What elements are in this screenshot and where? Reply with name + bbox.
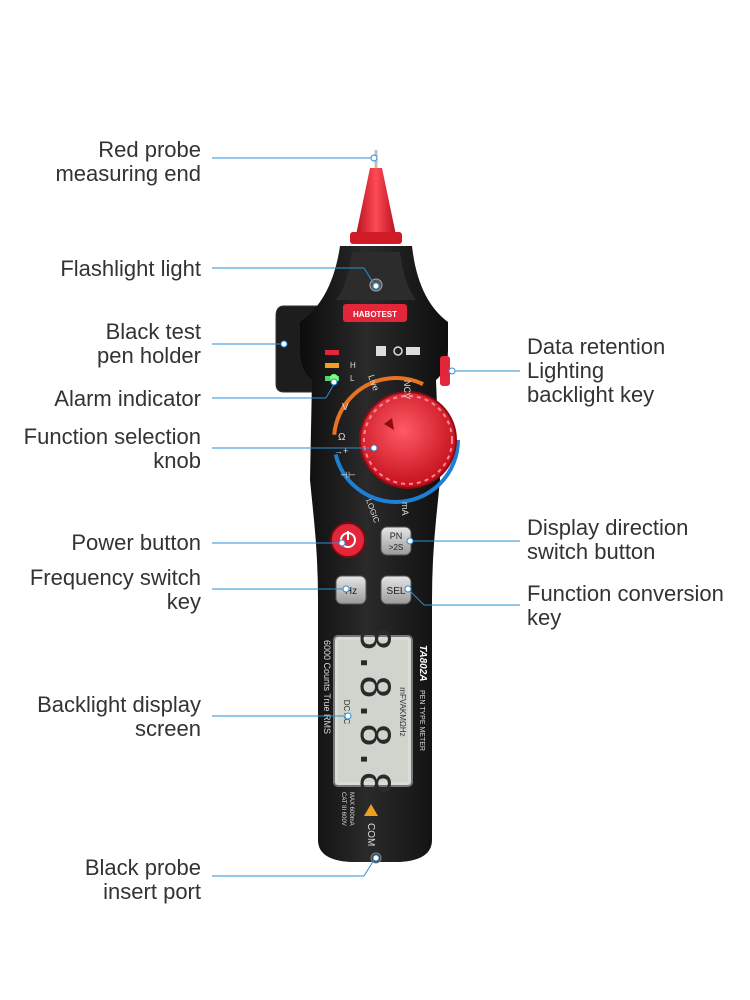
knob-label-cap: ⊣⊢ xyxy=(340,470,356,480)
model-label: TA802A xyxy=(417,645,428,682)
callout-power-button: Power button xyxy=(71,530,201,555)
callout-display-screen: Backlight display screen xyxy=(37,692,201,741)
sel-label: SEL xyxy=(387,586,406,597)
knob-label-diode: →+ xyxy=(334,446,348,456)
leader-lines xyxy=(212,154,520,877)
warning-triangle-icon xyxy=(364,804,378,816)
max-label: MAX 600mA xyxy=(348,792,354,826)
function-knob[interactable] xyxy=(332,376,460,504)
indicator-l: L xyxy=(350,374,355,383)
hz-label: Hz xyxy=(345,586,357,597)
lcd-screen xyxy=(333,635,413,787)
cat-label: CAT III 600V xyxy=(340,792,346,826)
sun-icon xyxy=(393,346,403,356)
alarm-indicators xyxy=(325,350,339,382)
callout-pen-holder: Black test pen holder xyxy=(97,319,201,368)
knob-label-v: V xyxy=(342,402,349,413)
pn-sub-label: >2S xyxy=(389,543,403,552)
callout-direction-button: Display direction switch button xyxy=(527,515,689,564)
counts-label: 6000 Counts True RMS xyxy=(322,640,332,734)
red-probe xyxy=(350,150,402,244)
flashlight-icon xyxy=(406,347,420,355)
callout-flashlight: Flashlight light xyxy=(60,256,201,281)
power-button[interactable] xyxy=(330,522,366,558)
hold-key[interactable] xyxy=(440,356,450,386)
com-label: COM xyxy=(365,823,376,846)
callout-conversion-key: Function conversion key xyxy=(527,581,724,630)
callout-function-knob: Function selection knob xyxy=(23,424,201,473)
knob-label-ma: mA xyxy=(400,502,410,516)
hold-icon xyxy=(376,346,386,356)
knob-label-ncv: NCV xyxy=(402,380,412,399)
lcd-digits: 8.8.8.8 xyxy=(351,627,397,796)
callout-probe-port: Black probe insert port xyxy=(84,855,201,904)
callout-hold-key: Data retention Lighting backlight key xyxy=(527,334,666,407)
callout-frequency-key: Frequency switch key xyxy=(29,565,201,614)
indicator-h: H xyxy=(350,361,356,370)
knob-label-ohm: Ω xyxy=(338,432,346,443)
type-label: PEN TYPE METER xyxy=(418,690,425,751)
callout-red-probe: Red probe measuring end xyxy=(55,137,201,186)
brand-label: HABOTEST xyxy=(353,310,397,319)
hz-button[interactable] xyxy=(335,575,367,605)
callout-alarm-indicator: Alarm indicator xyxy=(54,386,201,411)
lcd-units: mFVAKMΩHz xyxy=(398,687,407,736)
pn-label: PN xyxy=(390,531,403,541)
lcd-top-row: DC AC xyxy=(342,700,351,725)
